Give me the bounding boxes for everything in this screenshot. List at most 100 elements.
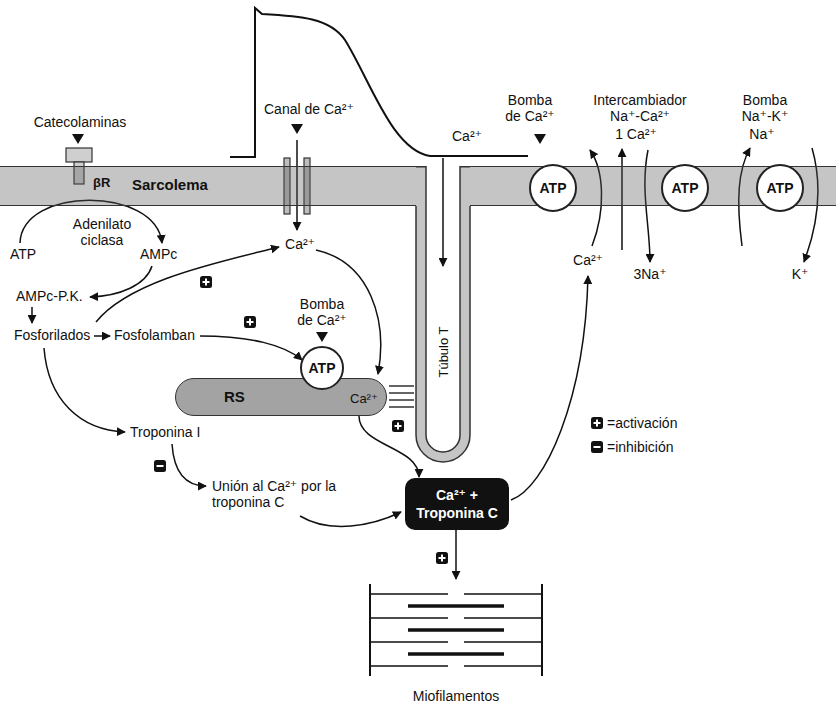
flow-arrow <box>96 247 279 322</box>
legend-text: =inhibición <box>607 439 674 455</box>
myofilament-drawing <box>362 580 550 680</box>
flow-arrow <box>511 276 588 500</box>
connector-arrow <box>359 416 419 477</box>
icon-square <box>154 460 166 472</box>
label-text: Ca²⁺ <box>285 236 315 252</box>
swatch-minus <box>594 446 601 448</box>
label-text: 3Na⁺ <box>633 266 666 282</box>
label-holder: ATP <box>10 246 36 262</box>
pointer-triangles <box>72 124 546 342</box>
label-holder: βR <box>93 175 110 191</box>
label-text: Unión al Ca²⁺ por la troponina C <box>212 478 338 510</box>
connector-arrow <box>455 530 457 579</box>
activation-icon <box>392 420 404 432</box>
flow-arrow <box>200 336 302 360</box>
junctional-feet <box>389 386 414 407</box>
calcium-troponin-box: Ca²⁺ + Troponina C <box>405 478 509 530</box>
thin-filament <box>370 594 542 666</box>
pointer-triangle <box>72 134 84 144</box>
t-tubule: Túbulo T <box>416 166 470 462</box>
label-holder: Adenilato ciclasa <box>66 216 138 248</box>
legend-item: =activación <box>590 415 677 431</box>
legend-text: =activación <box>607 415 677 431</box>
node-text: Túbulo T <box>436 326 451 377</box>
label-holder: Bomba de Ca²⁺ <box>293 296 351 328</box>
node-text: RS <box>224 388 245 406</box>
thick-filament <box>408 606 504 654</box>
label-holder: Bomba Na⁺-K⁺ <box>734 92 796 124</box>
label-text: Fosforilados <box>14 327 90 343</box>
atp-pump-circle: ATP <box>300 346 344 390</box>
z-line <box>370 584 542 676</box>
icon-minus <box>157 465 164 467</box>
label-holder: AMPc-P.K. <box>16 288 83 304</box>
label-holder: Fosforilados <box>14 327 90 343</box>
label-text: AMPc <box>140 246 177 262</box>
pointer-triangle <box>291 124 303 134</box>
myofilaments: Miofilamentos <box>362 580 550 704</box>
label-holder: Intercambiador Na⁺-Ca²⁺ <box>585 92 695 124</box>
swatch-plus <box>594 420 601 427</box>
label-text: βR <box>93 175 110 191</box>
node-text: ATP <box>309 360 336 376</box>
icon-plus <box>439 555 446 562</box>
icon-plus <box>247 319 254 326</box>
activation-icon <box>244 316 256 328</box>
swatch-square <box>591 441 603 453</box>
label-holder: Bomba de Ca²⁺ <box>501 92 559 124</box>
label-holder: Ca²⁺ <box>285 236 315 252</box>
label-text: Bomba de Ca²⁺ <box>501 92 559 124</box>
label-text: Intercambiador Na⁺-Ca²⁺ <box>585 92 695 124</box>
flow-arrow <box>31 307 33 323</box>
node-text: ATP <box>767 180 794 196</box>
flow-arrow <box>300 512 401 526</box>
legend-swatch <box>590 440 604 454</box>
label-holder: Unión al Ca²⁺ por la troponina C <box>212 478 338 510</box>
legend-item: =inhibición <box>590 439 674 455</box>
receptor-head <box>66 148 92 162</box>
label-text: Bomba de Ca²⁺ <box>293 296 351 328</box>
label-text: Ca²⁺ <box>452 128 482 144</box>
flow-arrow <box>172 444 206 486</box>
label-holder: Catecolaminas <box>34 114 127 130</box>
flow-arrow <box>90 266 152 297</box>
flow-arrow <box>44 348 125 432</box>
label-holder: Fosfolamban <box>114 327 195 343</box>
label-text: ATP <box>10 246 36 262</box>
legend-swatch <box>590 416 604 430</box>
pointer-triangle <box>316 332 328 342</box>
label-holder: AMPc <box>140 246 177 262</box>
label-text: Fosfolamban <box>114 327 195 343</box>
atp-pump-circle: ATP <box>661 164 709 212</box>
label-text: Ca²⁺ <box>350 391 378 407</box>
label-holder: 3Na⁺ <box>633 266 666 282</box>
t-tubule-outline <box>416 166 470 462</box>
atp-pump-circle: ATP <box>756 164 804 212</box>
label-text: Ca²⁺ <box>573 252 603 268</box>
label-holder: Troponina I <box>130 424 200 440</box>
node-text: Sarcolema <box>132 176 208 194</box>
activation-icon <box>200 276 212 288</box>
label-text: Catecolaminas <box>34 114 127 130</box>
icon-square <box>392 420 404 432</box>
label-text: Na⁺ <box>749 126 774 142</box>
pointer-triangle <box>534 134 546 144</box>
label-holder: Na⁺ <box>749 126 774 142</box>
activation-icon <box>436 552 448 564</box>
label-text: Troponina I <box>130 424 200 440</box>
label-holder: Ca²⁺ <box>350 391 378 407</box>
icon-plus <box>203 279 210 286</box>
label-text: AMPc-P.K. <box>16 288 83 304</box>
node-text: Miofilamentos <box>362 688 550 704</box>
icon-plus <box>395 423 402 430</box>
label-text: 1 Ca²⁺ <box>615 126 657 142</box>
label-holder: 1 Ca²⁺ <box>615 126 657 142</box>
node-text: Ca²⁺ + Troponina C <box>411 486 503 522</box>
icon-square <box>244 316 256 328</box>
label-holder: Ca²⁺ <box>573 252 603 268</box>
action-potential-curve <box>230 8 528 157</box>
atp-pump-circle: ATP <box>529 164 577 212</box>
label-holder: Canal de Ca²⁺ <box>264 101 354 117</box>
label-text: Adenilato ciclasa <box>66 216 138 248</box>
